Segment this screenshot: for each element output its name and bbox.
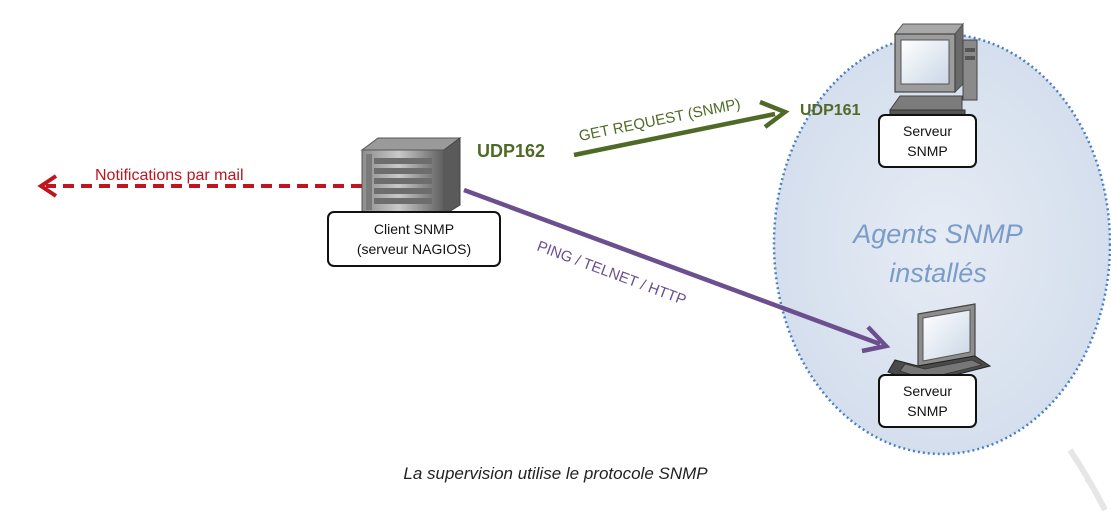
agent-laptop-box: Serveur SNMP xyxy=(878,374,977,428)
agents-label-line1: Agents SNMP xyxy=(851,219,1023,249)
client-line2: (serveur NAGIOS) xyxy=(356,241,472,257)
udp-agent-label: UDP161 xyxy=(800,102,861,119)
figure-caption: La supervision utilise le protocole SNMP xyxy=(403,464,708,483)
agent-laptop-line2: SNMP xyxy=(907,403,948,419)
udp-client-label: UDP162 xyxy=(477,141,545,161)
agent-server-box: Serveur SNMP xyxy=(878,114,977,168)
tower-server-icon xyxy=(360,137,462,216)
notifications-label: Notifications par mail xyxy=(95,167,244,184)
get-request-arrow xyxy=(573,99,790,158)
notification-arrow xyxy=(37,174,362,198)
ping-label: PING / TELNET / HTTP xyxy=(535,238,689,309)
agents-label-line2: installés xyxy=(889,258,987,288)
agents-zone xyxy=(772,32,1111,456)
desktop-computer-icon xyxy=(889,22,978,121)
ping-arrow xyxy=(463,187,891,354)
agent-server-line1: Serveur xyxy=(902,123,953,139)
client-snmp-box: Client SNMP (serveur NAGIOS) xyxy=(327,211,501,267)
client-line1: Client SNMP xyxy=(373,221,455,237)
agent-server-line2: SNMP xyxy=(907,143,948,159)
page-decoration xyxy=(1067,448,1108,512)
agent-laptop-line1: Serveur xyxy=(902,383,953,399)
